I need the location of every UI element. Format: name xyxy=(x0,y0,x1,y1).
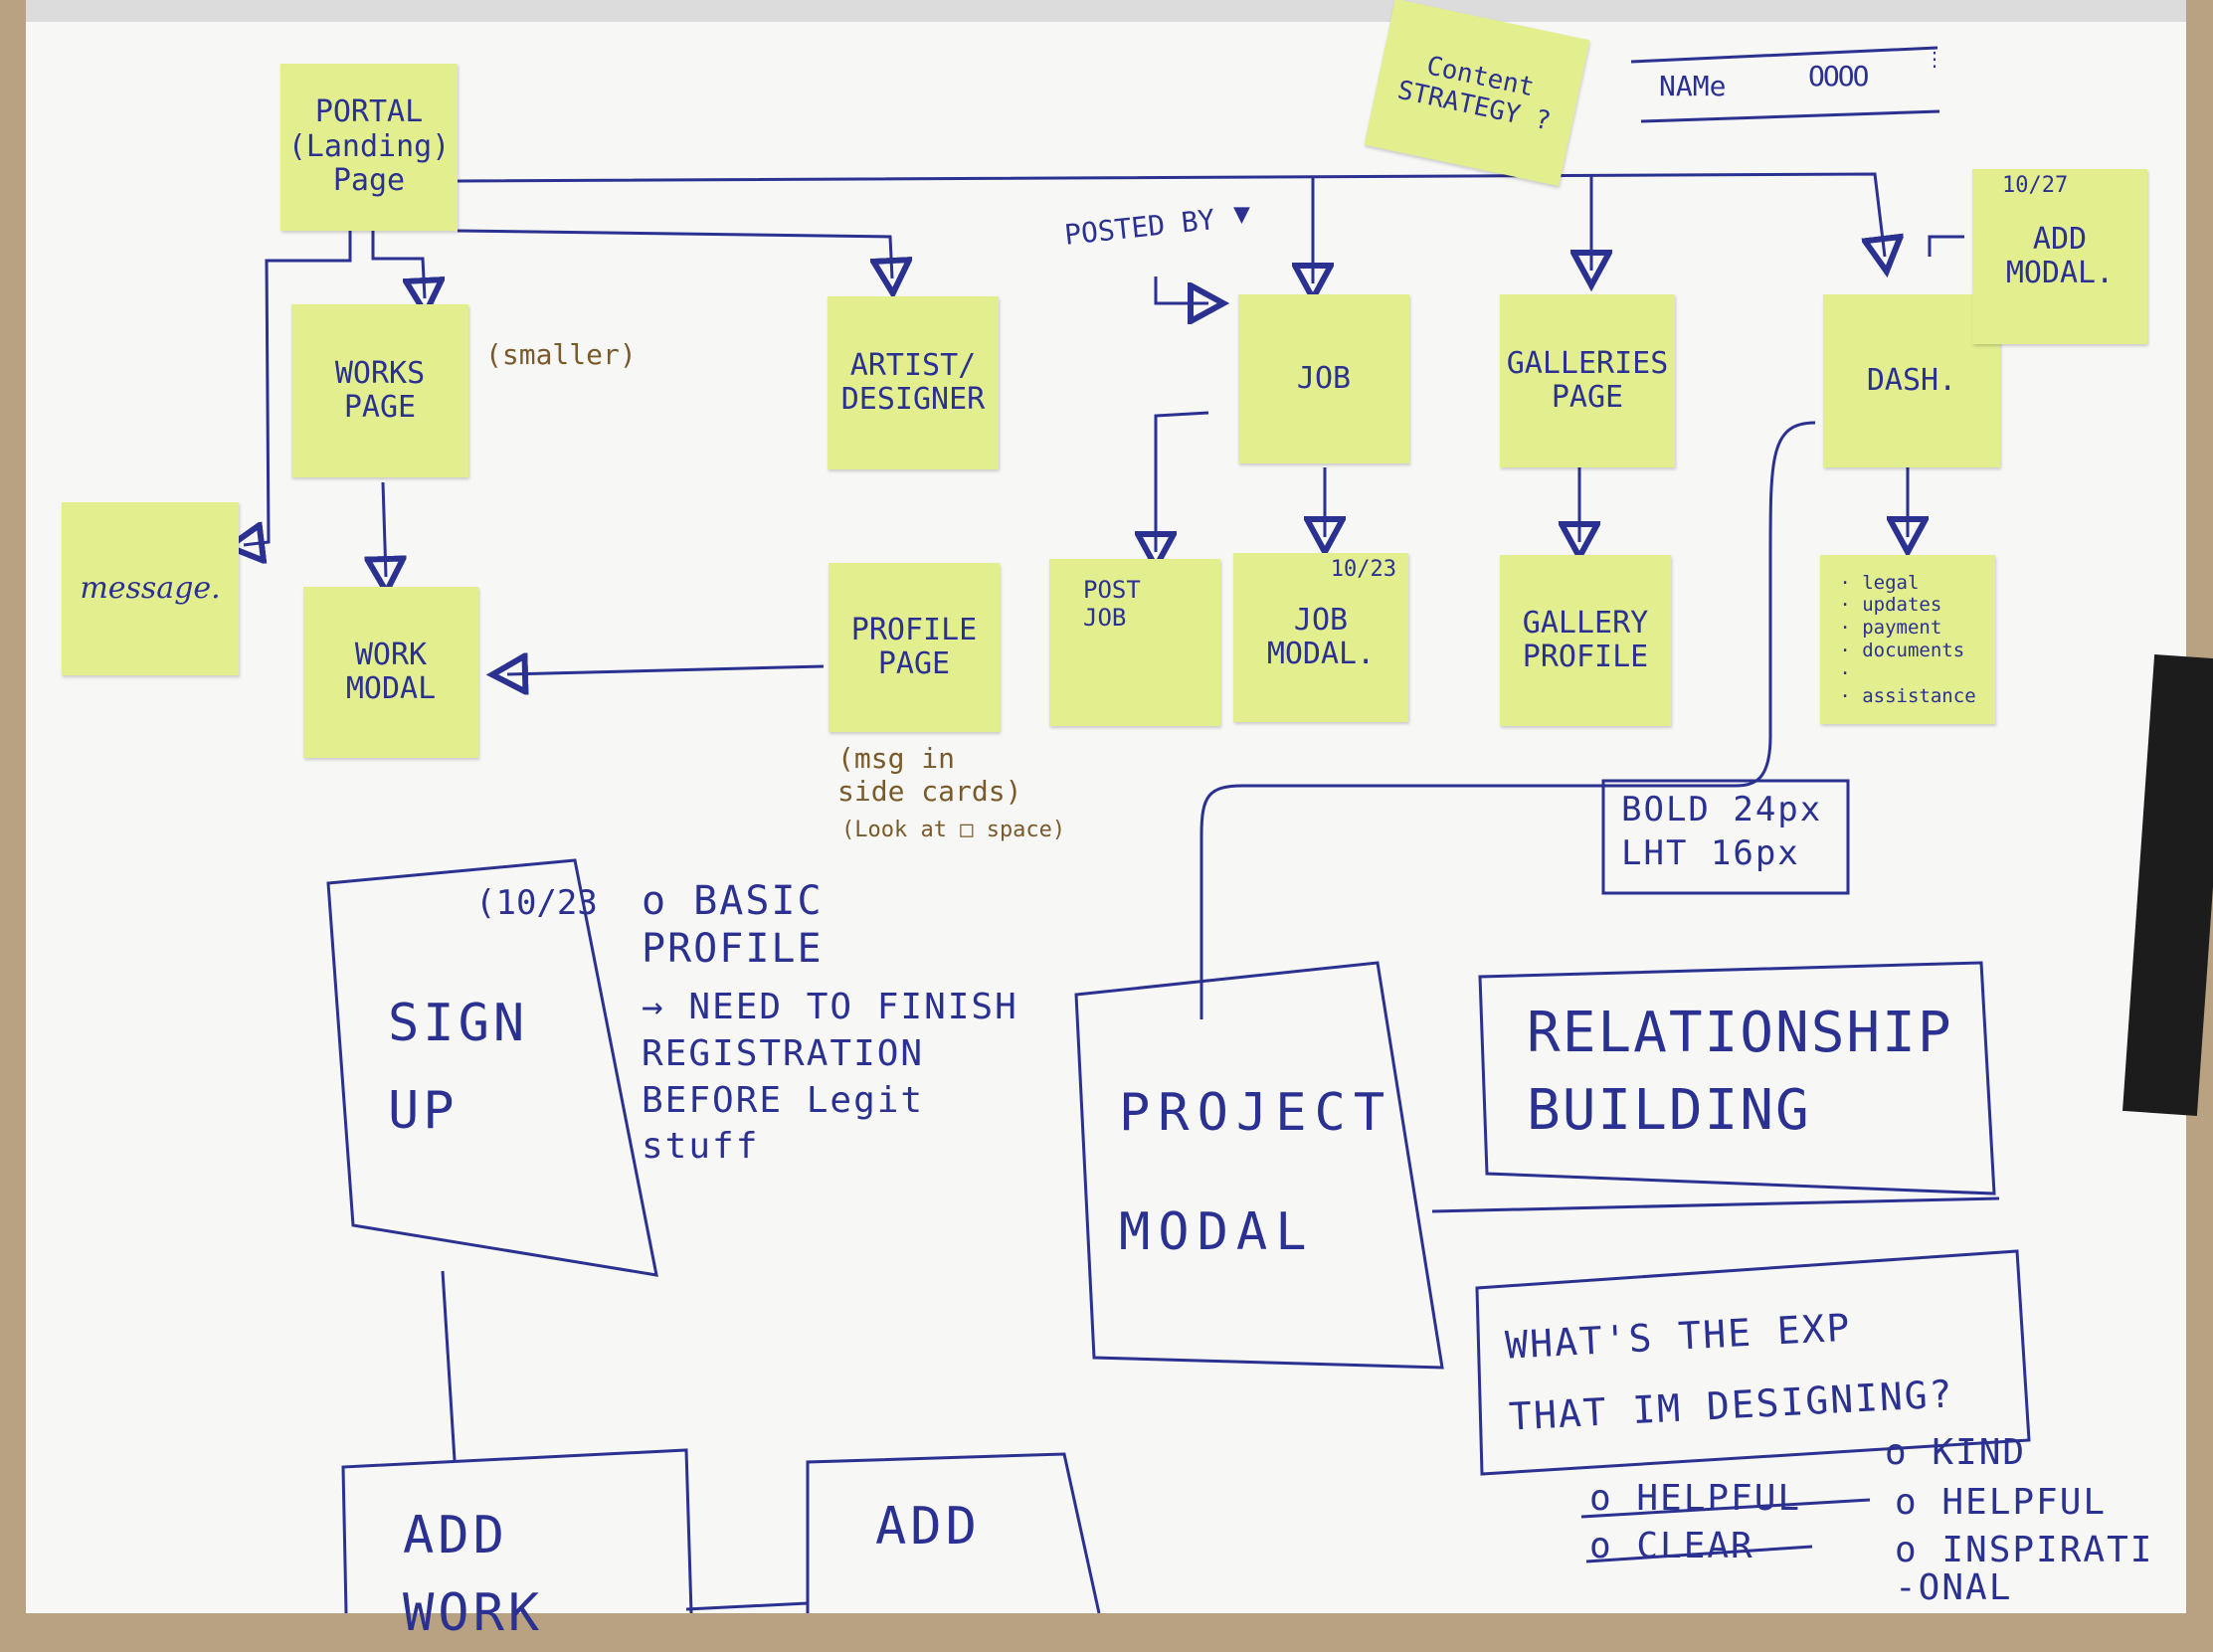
label-add-2: ADD xyxy=(875,1497,981,1557)
label-dots: OOOO xyxy=(1808,60,1869,92)
note-message[interactable]: message. xyxy=(62,502,239,675)
name-underline xyxy=(1640,109,1940,123)
label-helpful: o HELPFUL xyxy=(1895,1482,2108,1523)
label-inspirational: o INSPIRATI -ONAL xyxy=(1895,1530,2154,1608)
name-overline xyxy=(1630,46,1938,64)
relationship-underline xyxy=(1431,1196,2000,1213)
label-bold-lht: BOLD 24px LHT 16px xyxy=(1621,790,1823,874)
posted-by-triangle: ▼ xyxy=(1233,197,1250,230)
label-add-work: ADD WORK xyxy=(403,1506,544,1643)
label-helpful-struck: o HELPFUL xyxy=(1589,1478,1802,1519)
label-whats-the-exp: WHAT'S THE EXP THAT IM DESIGNING? xyxy=(1504,1305,1955,1439)
line-posted-by xyxy=(1154,276,1208,303)
label-name: NAMe xyxy=(1659,70,1727,102)
whiteboard-paper xyxy=(26,22,2186,1613)
add-work-box xyxy=(341,1448,693,1613)
label-dots-menu: ⋮ xyxy=(1925,47,1944,71)
note-dash-list[interactable]: · legal · updates · payment · documents … xyxy=(1820,555,1995,724)
line-portal-to-artist xyxy=(457,229,892,278)
line-dash-to-addmodal xyxy=(1928,235,1964,257)
line-between-add xyxy=(685,1601,809,1611)
label-sign-up: SIGN UP xyxy=(388,994,529,1142)
job-modal-label: JOB MODAL. xyxy=(1266,602,1376,671)
note-post-job[interactable]: POST JOB xyxy=(1049,559,1220,726)
note-galleries-page[interactable]: GALLERIES PAGE xyxy=(1500,294,1675,467)
sign-up-box xyxy=(326,858,658,1277)
strike-clear xyxy=(1585,1545,1813,1563)
bold-lht-box xyxy=(1601,779,1850,895)
job-modal-date: 10/23 xyxy=(1330,557,1396,582)
line-profile-to-workmodal xyxy=(507,666,825,674)
line-portal-to-works xyxy=(371,229,425,298)
add-modal-date: 10/27 xyxy=(2002,173,2069,198)
label-msg-in-side-cards: (msg in side cards) xyxy=(837,742,1022,808)
line-signup-to-addwork xyxy=(441,1270,457,1461)
note-job-modal[interactable]: 10/23 JOB MODAL. xyxy=(1233,553,1408,722)
note-works-page[interactable]: WORKS PAGE xyxy=(291,304,468,477)
line-portal-to-top xyxy=(457,172,1885,257)
note-job[interactable]: JOB xyxy=(1238,294,1409,463)
label-sign-up-date: (10/23 xyxy=(475,883,598,923)
line-portal-to-message xyxy=(244,231,352,545)
note-work-modal[interactable]: WORK MODAL xyxy=(303,587,478,758)
relationship-box xyxy=(1478,961,1996,1195)
line-job-to-postjob xyxy=(1156,411,1209,552)
paper-top-edge xyxy=(26,0,2186,22)
note-artist-designer[interactable]: ARTIST/ DESIGNER xyxy=(828,296,999,469)
note-gallery-profile[interactable]: GALLERY PROFILE xyxy=(1500,555,1671,726)
flow-connectors xyxy=(0,46,2031,1613)
note-profile-page[interactable]: PROFILE PAGE xyxy=(829,563,1000,732)
label-clear-struck: o CLEAR xyxy=(1589,1526,1754,1566)
label-smaller: (smaller) xyxy=(485,338,637,371)
project-modal-box xyxy=(1074,961,1444,1370)
note-dash[interactable]: DASH. xyxy=(1823,294,2000,467)
add-box xyxy=(806,1452,1101,1613)
note-portal[interactable]: PORTAL (Landing) Page xyxy=(280,64,458,231)
whats-exp-box xyxy=(1475,1249,2031,1476)
label-look-at-space: (Look at □ space) xyxy=(841,818,1066,842)
add-modal-label: ADD MODAL. xyxy=(2005,221,2115,290)
label-basic-profile: o BASIC PROFILE xyxy=(642,878,824,972)
label-project-modal: PROJECT MODAL xyxy=(1119,1083,1393,1262)
strike-helpful xyxy=(1580,1498,1871,1519)
note-add-modal[interactable]: 10/27 ADD MODAL. xyxy=(1972,169,2147,344)
label-relationship-building: RELATIONSHIP BUILDING xyxy=(1527,1001,1953,1144)
line-works-to-workmodal xyxy=(383,481,386,577)
line-dash-to-project xyxy=(1199,421,1816,1019)
label-need-to-finish: → NEED TO FINISH REGISTRATION BEFORE Leg… xyxy=(642,987,1018,1168)
label-kind: o KIND xyxy=(1885,1432,2027,1473)
